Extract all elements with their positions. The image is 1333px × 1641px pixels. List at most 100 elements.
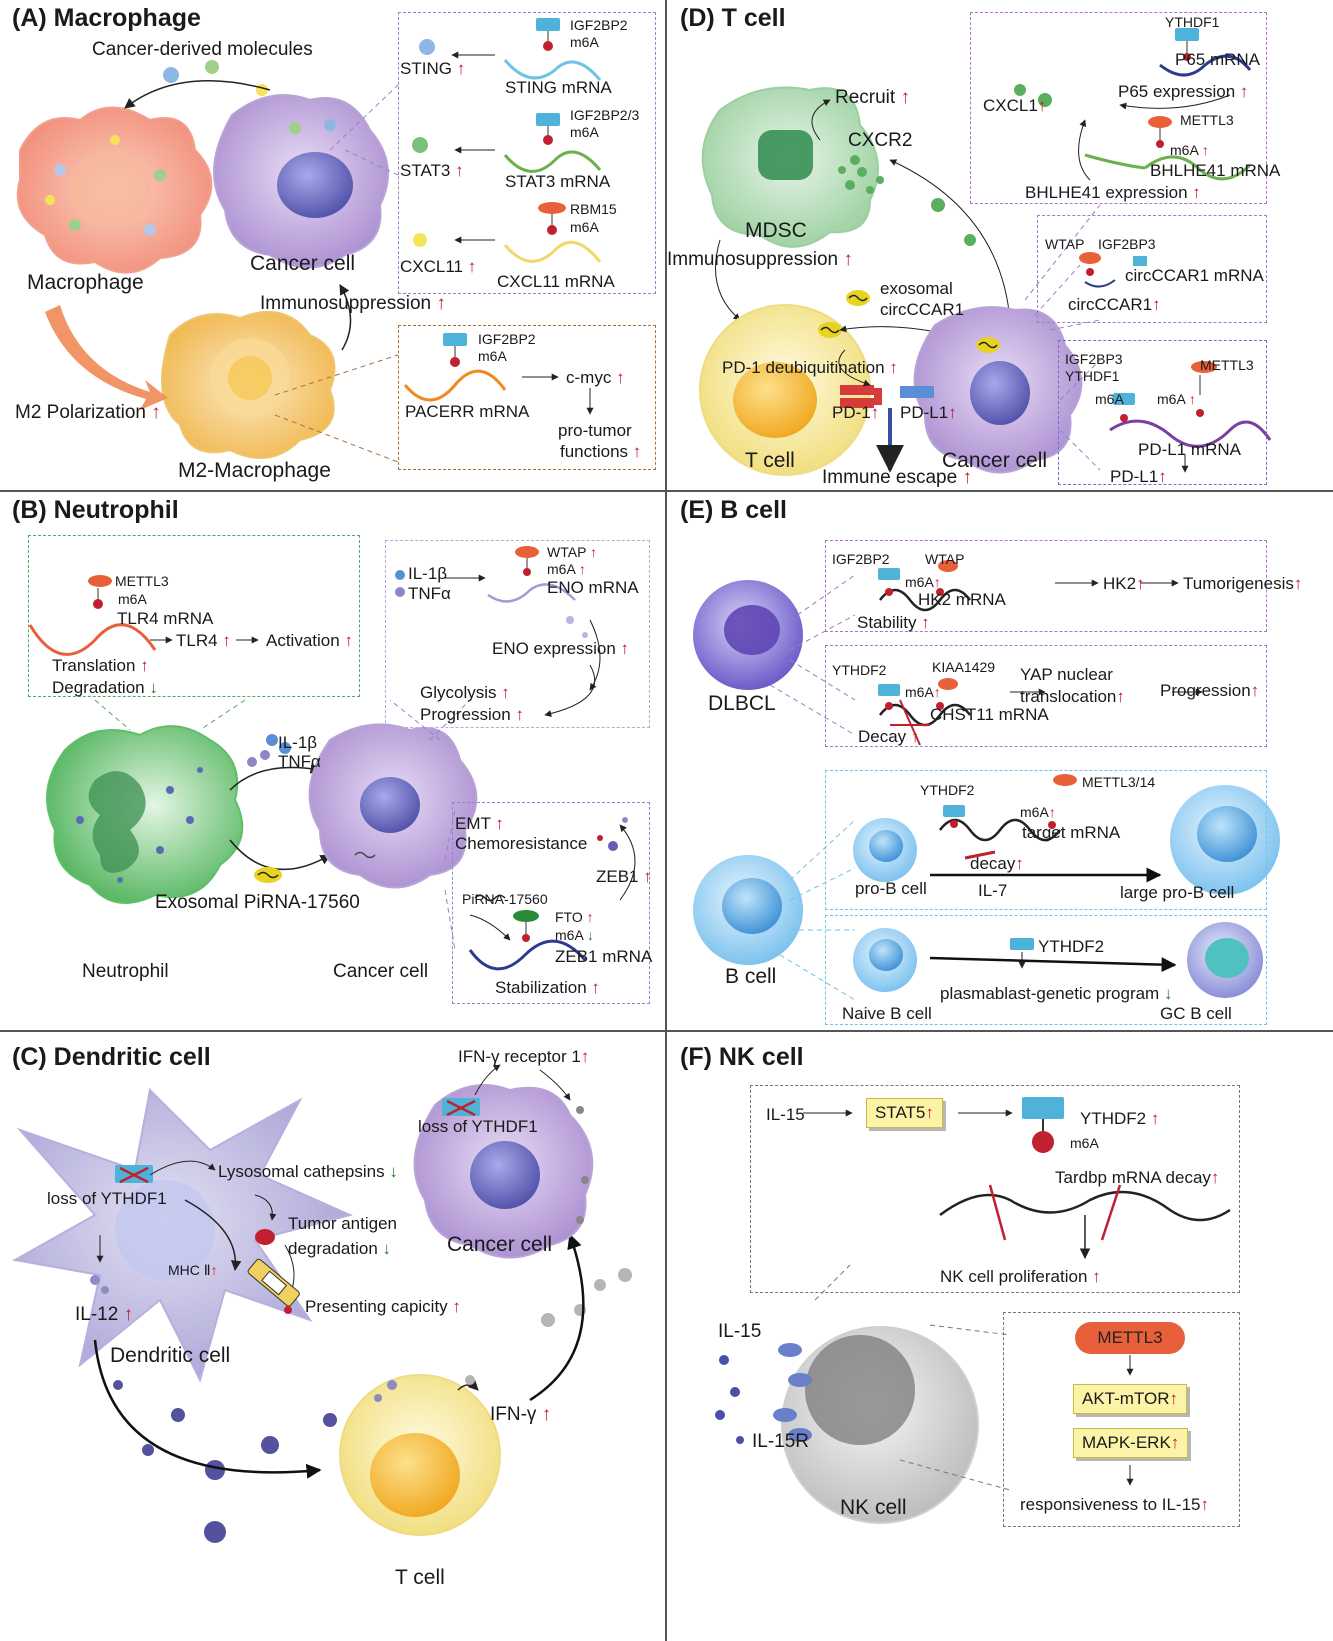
glycolysis-label: Glycolysis ↑ xyxy=(420,683,510,702)
m6a-a-1: m6A xyxy=(570,34,599,50)
immunosuppression-d-label: Immunosuppression ↑ xyxy=(667,249,853,270)
m6a-e-1: m6A↑ xyxy=(905,574,941,590)
ythdf1-pdl1-reader: YTHDF1 xyxy=(1065,368,1120,384)
m6a-a-4: m6A xyxy=(478,348,507,364)
il7-label: IL-7 xyxy=(978,881,1008,900)
circccar1-d-label: circCCAR1 xyxy=(880,300,965,319)
ythdf2-e4-label: YTHDF2 xyxy=(1038,937,1105,956)
panel-a-box-pacerr xyxy=(398,325,656,470)
m6a-d-2: m6A xyxy=(1095,391,1124,407)
pd1-label: PD-1↑ xyxy=(832,403,880,422)
pirna-label: PiRNA-17560 xyxy=(462,891,548,907)
kiaa1429-writer: KIAA1429 xyxy=(932,659,996,675)
degradation-c-label: degradation ↓ xyxy=(288,1239,392,1258)
panel-e-box-probcell xyxy=(825,770,1267,910)
neutrophil-label: Neutrophil xyxy=(82,961,169,982)
cancer-cell-b-label: Cancer cell xyxy=(333,961,429,982)
tumor-antigen-label: Tumor antigen xyxy=(288,1214,397,1233)
m2-macrophage-label: M2-Macrophage xyxy=(178,459,331,482)
nk-cell-label: NK cell xyxy=(840,1496,907,1519)
mettl3-14-writer: METTL3/14 xyxy=(1082,774,1156,790)
horizontal-divider-1 xyxy=(0,490,1333,492)
chemoresistance-label: Chemoresistance xyxy=(455,834,588,853)
eno-expression-label: ENO expression ↑ xyxy=(492,639,630,658)
loss-ythdf1-cancer-label: loss of YTHDF1 xyxy=(418,1117,538,1136)
decay-e3-label: decay↑ xyxy=(970,854,1024,873)
fto-label: FTO ↑ xyxy=(555,909,594,925)
immunosuppression-a-label: Immunosuppression ↑ xyxy=(260,293,446,314)
mapk-erk-box: MAPK-ERK↑ xyxy=(1073,1428,1189,1458)
ifng-label: IFN-γ ↑ xyxy=(490,1404,552,1425)
nk-proliferation-label: NK cell proliferation ↑ xyxy=(940,1267,1101,1286)
gc-b-label: GC B cell xyxy=(1160,1004,1232,1023)
pdl1-product-label: PD-L1↑ xyxy=(1110,467,1167,486)
activation-label: Activation ↑ xyxy=(266,631,353,650)
panel-d-box-pdl1 xyxy=(1058,340,1267,485)
panel-b-box-eno xyxy=(385,540,650,728)
ythdf2-f-label: YTHDF2 ↑ xyxy=(1080,1109,1160,1128)
pdl1-label: PD-L1↑ xyxy=(900,403,957,422)
recruit-label: Recruit ↑ xyxy=(835,87,910,108)
tcell-d-label: T cell xyxy=(745,449,795,472)
wtap-b-writer: WTAP ↑ xyxy=(547,544,598,560)
sting-mrna-label: STING mRNA xyxy=(505,78,612,97)
pro-b-label: pro-B cell xyxy=(855,879,927,898)
tumorigenesis-label: Tumorigenesis↑ xyxy=(1183,574,1303,593)
il1b-label: IL-1β xyxy=(278,733,318,752)
horizontal-divider-2 xyxy=(0,1030,1333,1032)
m6a-e-3: m6A↑ xyxy=(1020,804,1056,820)
panel-a-title: (A) Macrophage xyxy=(12,4,201,32)
m6a-a-3: m6A xyxy=(570,219,599,235)
circccar1-mrna-label: circCCAR1 mRNA xyxy=(1125,266,1264,285)
igf2bp3-pdl1-reader: IGF2BP3 xyxy=(1065,351,1123,367)
decay-e-label: Decay ↑ xyxy=(858,727,920,746)
igf2bp2-pacerr-reader: IGF2BP2 xyxy=(478,331,536,347)
translocation-label: translocation↑ xyxy=(1020,687,1125,706)
tnfa-label: TNFα xyxy=(278,752,321,771)
functions-label: functions ↑ xyxy=(560,442,642,461)
panel-f-box-stat5 xyxy=(750,1085,1240,1293)
exosomal-d-label: exosomal xyxy=(880,279,953,298)
akt-mtor-box: AKT-mTOR↑ xyxy=(1073,1384,1188,1414)
tnfa-box-label: TNFα xyxy=(408,584,451,603)
cxcl1-label: CXCL1↑ xyxy=(983,96,1047,115)
lysosomal-label: Lysosomal cathepsins ↓ xyxy=(218,1162,398,1181)
macrophage-label: Macrophage xyxy=(27,271,144,294)
target-mrna-label: target mRNA xyxy=(1022,823,1121,842)
m6a-a-2: m6A xyxy=(570,124,599,140)
plasmablast-label: plasmablast-genetic program ↓ xyxy=(940,984,1173,1003)
wtap-d-label: WTAP xyxy=(1045,236,1085,252)
tlr4-label: TLR4 ↑ xyxy=(176,631,231,650)
m6a-b-2: m6A ↑ xyxy=(547,561,586,577)
il15r-label: IL-15R xyxy=(752,1431,810,1452)
stability-label: Stability ↑ xyxy=(857,613,930,632)
eno-mrna-label: ENO mRNA xyxy=(547,578,639,597)
mdsc-label: MDSC xyxy=(745,219,807,242)
cancer-cell-d-label: Cancer cell xyxy=(942,449,1048,472)
p65-expression-label: P65 expression ↑ xyxy=(1118,82,1249,101)
dendritic-cell-label: Dendritic cell xyxy=(110,1344,231,1367)
hk2-mrna-label: HK2 mRNA xyxy=(918,590,1006,609)
cxcl11-mrna-label: CXCL11 mRNA xyxy=(497,272,615,291)
presenting-label: Presenting capicity ↑ xyxy=(305,1297,461,1316)
mettl3-d-writer: METTL3 xyxy=(1180,112,1234,128)
panel-b-title: (B) Neutrophil xyxy=(12,496,179,524)
large-pro-b-label: large pro-B cell xyxy=(1120,883,1235,902)
loss-ythdf1-dc-label: loss of YTHDF1 xyxy=(47,1189,167,1208)
circccar1-product-label: circCCAR1↑ xyxy=(1068,295,1161,314)
ythdf2-e-reader: YTHDF2 xyxy=(832,662,887,678)
m6a-d-1: m6A ↑ xyxy=(1170,142,1209,158)
pdl1-mrna-label: PD-L1 mRNA xyxy=(1138,440,1241,459)
cancer-cell-c-label: Cancer cell xyxy=(447,1233,553,1256)
panel-e-box-hk2 xyxy=(825,540,1267,632)
igf2bp2-e-reader: IGF2BP2 xyxy=(832,551,890,567)
il15-f-label: IL-15 xyxy=(766,1105,805,1124)
progression-b-label: Progression ↑ xyxy=(420,705,524,724)
stat3-mrna-label: STAT3 mRNA xyxy=(505,172,611,191)
degradation-label: Degradation ↓ xyxy=(52,678,158,697)
panel-f-title: (F) NK cell xyxy=(680,1043,804,1071)
tlr4-mrna-label: TLR4 mRNA xyxy=(117,609,214,628)
yap-nuclear-label: YAP nuclear xyxy=(1020,665,1113,684)
translation-label: Translation ↑ xyxy=(52,656,149,675)
